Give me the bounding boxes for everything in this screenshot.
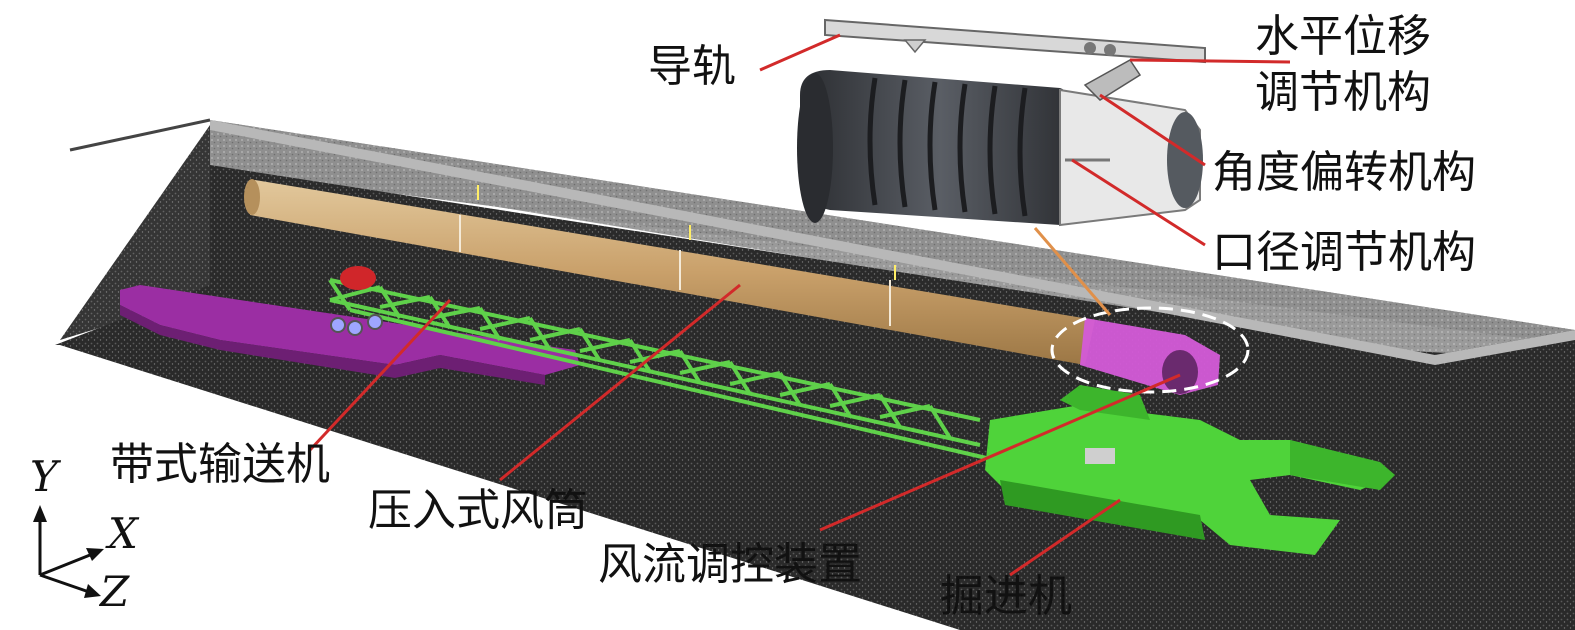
tunnel-left-wall bbox=[60, 125, 210, 340]
label-horizontal-line2: 调节机构 bbox=[1255, 67, 1431, 118]
label-rail: 导轨 bbox=[648, 41, 736, 92]
outlet-cone bbox=[1059, 88, 1201, 227]
label-conveyor: 带式输送机 bbox=[110, 439, 330, 490]
label-flow-device: 风流调控装置 bbox=[598, 539, 862, 590]
leader-flow bbox=[819, 373, 1181, 532]
leader-aperture bbox=[1071, 158, 1206, 247]
coordinate-axes bbox=[33, 505, 104, 598]
leader-horizontal bbox=[1129, 58, 1291, 64]
conveyor-head bbox=[330, 266, 383, 336]
leader-rail bbox=[759, 33, 841, 72]
label-roadheader: 掘进机 bbox=[940, 571, 1072, 622]
forced-air-duct bbox=[244, 179, 1095, 365]
axis-x-label: X bbox=[108, 509, 138, 558]
bellows bbox=[800, 70, 1080, 225]
tunnel-back-wall-upper bbox=[210, 120, 1575, 360]
axis-y-label: Y bbox=[30, 452, 58, 501]
inset-rail bbox=[824, 18, 1206, 64]
leader-lines bbox=[308, 33, 1291, 577]
axis-z-label: Z bbox=[100, 567, 130, 616]
leader-duct bbox=[499, 283, 741, 482]
label-angle: 角度偏转机构 bbox=[1212, 147, 1476, 198]
tunnel-inner-back bbox=[210, 165, 1435, 370]
label-duct: 压入式风筒 bbox=[368, 485, 588, 536]
tunnel-right-end bbox=[1435, 330, 1575, 630]
roadheader-machine bbox=[985, 385, 1395, 555]
highlight-ellipse bbox=[1050, 306, 1250, 394]
leader-angle bbox=[1099, 93, 1206, 167]
flow-regulating-nozzle bbox=[1050, 306, 1250, 395]
leader-roadheader bbox=[1009, 498, 1121, 577]
label-horizontal-line1: 水平位移 bbox=[1255, 11, 1431, 62]
device-inset bbox=[797, 18, 1206, 227]
leader-conveyor bbox=[308, 298, 452, 452]
tunnel-edge-line bbox=[69, 118, 211, 152]
label-aperture: 口径调节机构 bbox=[1212, 227, 1476, 278]
inset-connector bbox=[1033, 227, 1112, 316]
